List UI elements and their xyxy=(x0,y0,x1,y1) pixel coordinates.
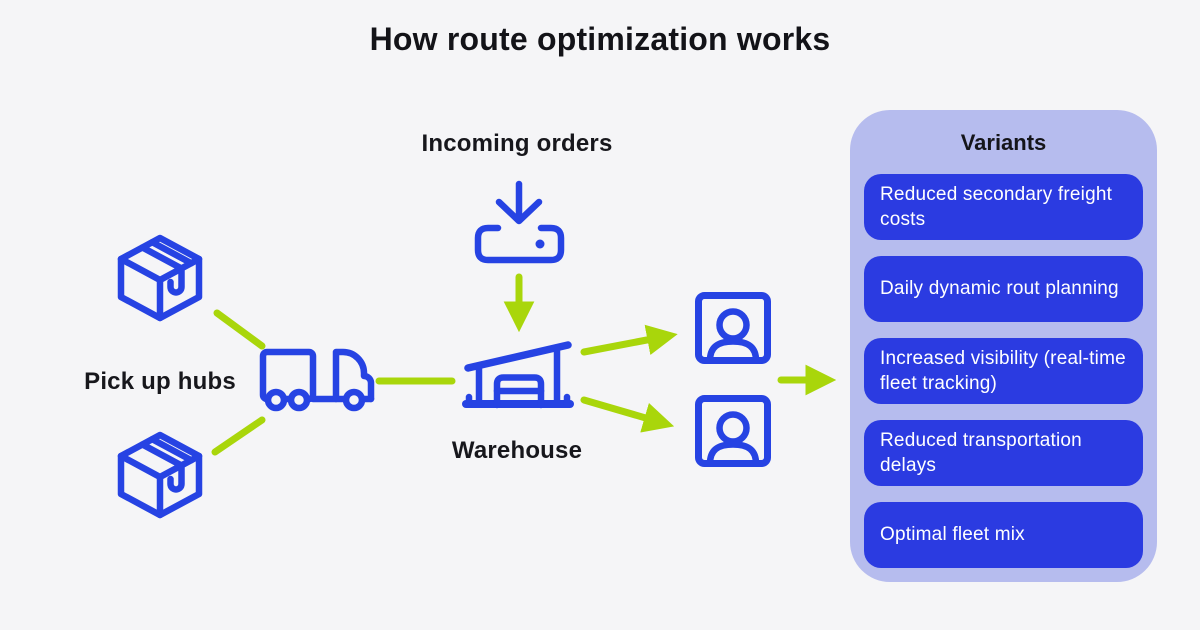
pickup-hubs-label: Pick up hubs xyxy=(84,368,236,395)
page-title: How route optimization works xyxy=(369,21,831,57)
package-icon xyxy=(117,431,203,519)
variant-pill: Reduced transportation delays xyxy=(864,420,1143,486)
variant-pill: Daily dynamic rout planning xyxy=(864,256,1143,322)
person-icon xyxy=(695,395,771,467)
warehouse-icon xyxy=(462,341,574,409)
inbox-receive-icon xyxy=(474,180,565,264)
arrow-warehouse-driver1 xyxy=(580,324,678,356)
variants-title: Variants xyxy=(960,130,1047,155)
variants-list: Reduced secondary freight costs Daily dy… xyxy=(864,174,1143,568)
arrow-warehouse-driver2 xyxy=(580,396,675,433)
variant-pill: Optimal fleet mix xyxy=(864,502,1143,568)
variant-pill: Reduced secondary freight costs xyxy=(864,174,1143,240)
truck-icon xyxy=(259,348,375,412)
variants-panel: Variants Reduced secondary freight costs… xyxy=(850,110,1157,582)
variant-pill: Increased visibility (real-time fleet tr… xyxy=(864,338,1143,404)
warehouse-label: Warehouse xyxy=(451,437,583,464)
incoming-orders-label: Incoming orders xyxy=(421,130,613,157)
connector-hub2-truck xyxy=(211,416,266,456)
connector-hub1-truck xyxy=(213,309,266,350)
person-icon xyxy=(695,292,771,364)
package-icon xyxy=(117,234,203,322)
connector-lines xyxy=(211,273,837,456)
